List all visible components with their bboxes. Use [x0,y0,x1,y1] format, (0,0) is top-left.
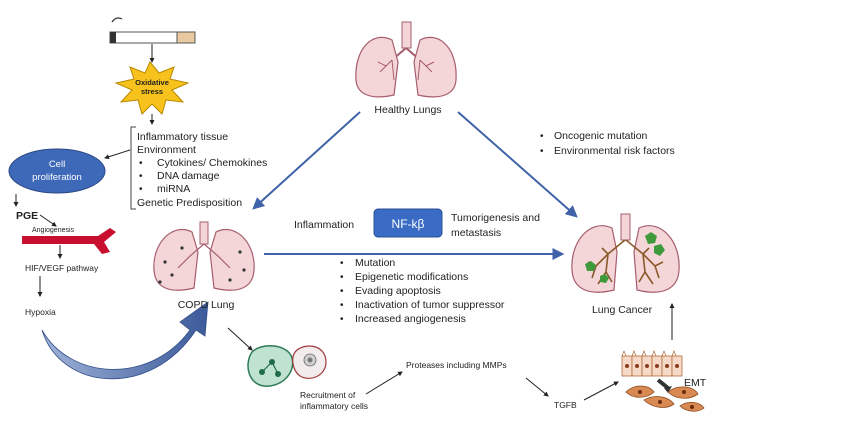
arrow-cells-to-proteases [365,371,403,395]
cell-proliferation-node: Cell proliferation [8,148,106,194]
arrow-proteases-to-tgfb [525,377,549,397]
copd-lung-icon [153,221,255,291]
healthy-lungs-icon [355,21,457,98]
copd-lung-label: COPD Lung [178,299,235,311]
svg-text:•: • [540,146,544,157]
risk-factor-list: • Oncogenic mutation • Environmental ris… [540,130,675,157]
oxidative-label-1: Oxidative [135,78,169,87]
hif-vegf-label: HIF/VEGF pathway [25,263,99,273]
tgfb-label: TGFB [554,400,577,410]
svg-text:•: • [139,184,143,195]
curved-arrow-hypoxia-to-copd [41,301,209,380]
mechanism-list: • Mutation • Epigenetic modifications • … [340,257,505,325]
oxidative-stress-burst: Oxidative stress [114,61,190,115]
environment-footer: Genetic Predisposition [137,197,242,209]
cigarette-icon [109,17,196,44]
tumorigenesis-line-2: metastasis [451,227,501,239]
environment-box: Inflammatory tissue Environment • Cytoki… [130,126,267,210]
recruitment-line-2: inflammatory cells [300,401,368,411]
pge-label: PGE [16,210,38,222]
svg-text:•: • [340,286,344,297]
risk-item-1: Oncogenic mutation [554,130,648,142]
angiogenesis-label: Angiogenesis [32,227,75,234]
arrow-copd-to-cells [227,327,253,351]
svg-text:•: • [139,158,143,169]
inflammatory-cells-icon [247,345,327,387]
risk-item-2: Environmental risk factors [554,145,675,157]
arrow-tgfb-to-emt [583,381,619,401]
nfkb-box: NF-kβ [373,208,443,238]
mechanism-item-3: Evading apoptosis [355,285,441,297]
cell-label-2: proliferation [32,172,82,183]
mechanism-item-1: Mutation [355,257,395,269]
arrow-healthy-to-copd [252,111,361,210]
lung-cancer-label: Lung Cancer [592,304,653,316]
arrow-healthy-to-cancer [457,111,578,218]
svg-text:•: • [340,272,344,283]
mechanism-item-4: Inactivation of tumor suppressor [355,299,505,311]
nfkb-label: NF-kβ [392,217,425,231]
arrow-environment-to-cell [104,149,131,160]
mechanism-item-2: Epigenetic modifications [355,271,468,283]
cell-label-1: Cell [49,159,65,170]
oxidative-label-2: stress [141,87,163,96]
emt-label: EMT [684,377,707,389]
environment-bullet-1: Cytokines/ Chemokines [157,157,267,169]
proteases-label: Proteases including MMPs [406,360,507,370]
svg-text:•: • [340,300,344,311]
hypoxia-label: Hypoxia [25,307,56,317]
emt-cells-icon [621,350,705,412]
blood-vessel-icon [22,228,116,254]
healthy-lungs-label: Healthy Lungs [374,104,441,116]
svg-text:•: • [139,171,143,182]
inflammation-label: Inflammation [294,219,354,231]
mechanism-item-5: Increased angiogenesis [355,313,466,325]
lung-cancer-icon [571,213,680,293]
environment-line-2: Environment [137,144,196,156]
environment-bullet-2: DNA damage [157,170,220,182]
tumorigenesis-line-1: Tumorigenesis and [451,212,540,224]
svg-text:•: • [340,258,344,269]
environment-line-1: Inflammatory tissue [137,131,228,143]
svg-text:•: • [340,314,344,325]
environment-bullet-3: miRNA [157,183,190,195]
recruitment-line-1: Recruitment of [300,390,356,400]
arrow-pge-to-angiogenesis [39,214,57,227]
svg-text:•: • [540,131,544,142]
